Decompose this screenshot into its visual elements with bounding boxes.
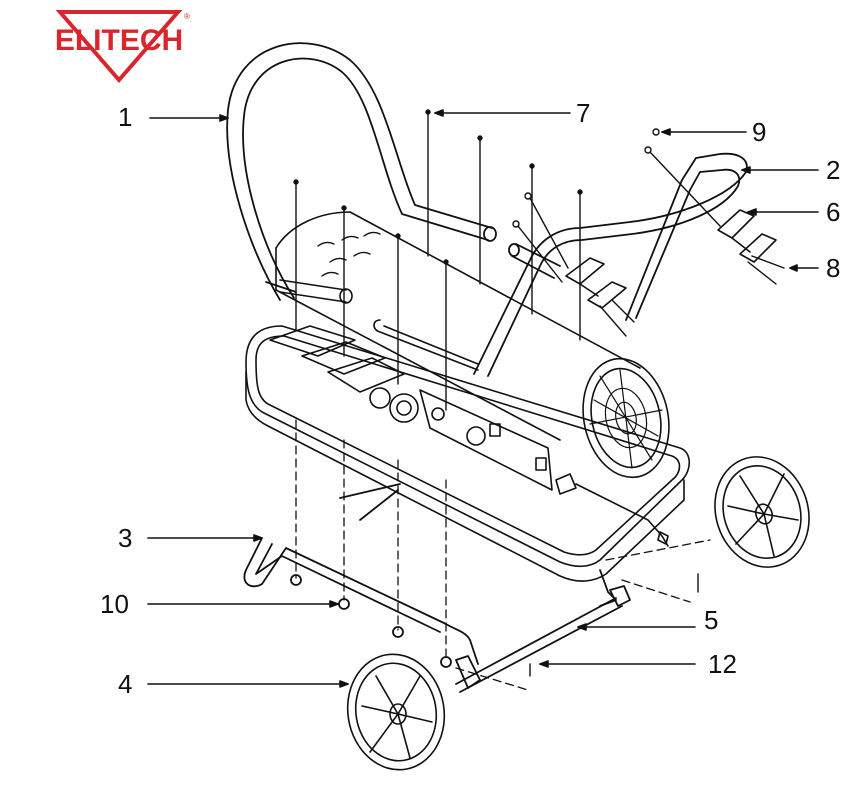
callout-6: 6 — [826, 197, 841, 227]
heater-body — [245, 211, 691, 582]
bracket-part-6 — [565, 209, 777, 309]
fan-grille — [589, 369, 663, 469]
nuts-part-9 — [512, 128, 721, 283]
bolts-part-8 — [599, 255, 785, 337]
leader-lines — [147, 109, 819, 688]
callout-12: 12 — [708, 649, 737, 679]
callout-1: 1 — [118, 102, 133, 132]
callout-7: 7 — [576, 98, 591, 128]
axle-part-5 — [455, 585, 631, 693]
wheel-right — [714, 456, 810, 568]
rear-handle-part-2 — [473, 152, 748, 377]
vent-slots — [317, 231, 381, 277]
callout-10: 10 — [100, 589, 129, 619]
bolts-part-7 — [293, 109, 583, 411]
logo-triangle-icon — [55, 10, 183, 84]
handle-part-1 — [226, 42, 497, 301]
callout-2: 2 — [826, 155, 841, 185]
callout-5: 5 — [704, 605, 719, 635]
assembly-dash-lines — [295, 419, 711, 691]
wheel-part-4 — [346, 653, 446, 771]
pins-part-12 — [529, 573, 699, 677]
trademark-mark: ® — [184, 12, 190, 21]
callout-9: 9 — [752, 117, 767, 147]
elitech-logo: ELITECH ® — [46, 6, 192, 88]
callout-8: 8 — [826, 253, 841, 283]
callout-3: 3 — [118, 523, 133, 553]
brand-name: ELITECH — [54, 24, 184, 57]
callout-4: 4 — [118, 669, 133, 699]
